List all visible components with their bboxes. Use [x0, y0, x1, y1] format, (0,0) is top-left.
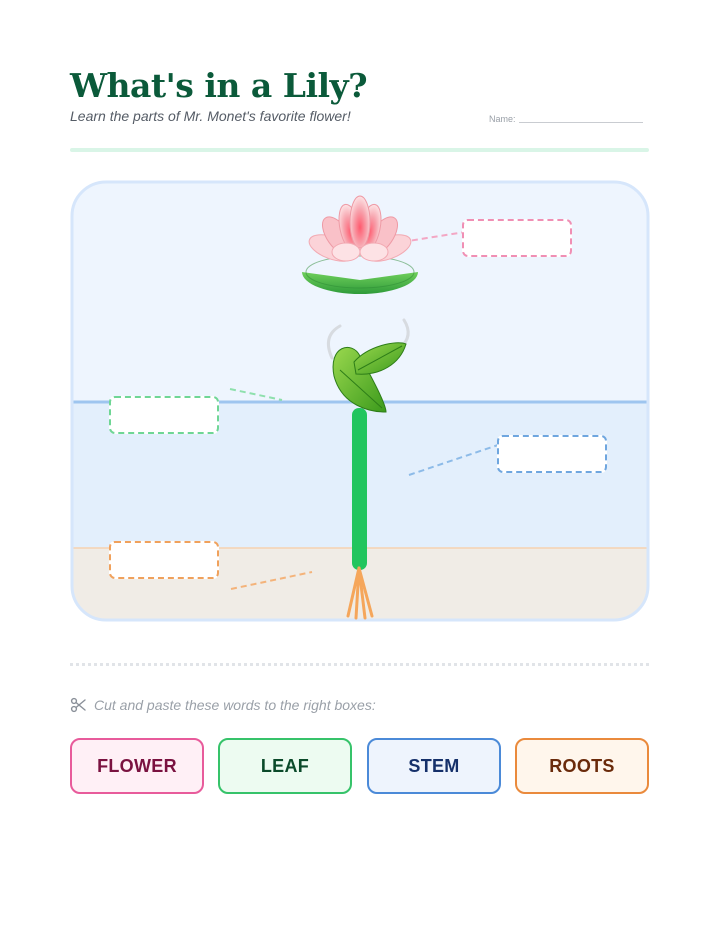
name-field[interactable]: Name: [489, 114, 643, 124]
roots-leader-line [230, 571, 313, 590]
lily-flower [302, 195, 418, 294]
diagram-frame [70, 180, 650, 622]
page-title: What's in a Lily? [70, 66, 368, 105]
lily-stem [352, 408, 367, 570]
name-label: Name: [489, 114, 516, 124]
page-subtitle: Learn the parts of Mr. Monet's favorite … [70, 108, 351, 124]
name-blank-line [518, 122, 643, 123]
lily-roots [346, 566, 374, 620]
scissors-icon [70, 697, 86, 713]
lily-leaves [326, 318, 410, 413]
leaf-label-box[interactable] [109, 396, 219, 434]
roots-label-box[interactable] [109, 541, 219, 579]
word-card-roots[interactable]: ROOTS [515, 738, 649, 794]
lily-diagram [70, 180, 650, 622]
stem-leader-line [408, 444, 499, 476]
instructions: Cut and paste these words to the right b… [70, 697, 376, 713]
word-card-stem[interactable]: STEM [367, 738, 501, 794]
flower-leader-line [401, 231, 466, 243]
word-card-flower[interactable]: FLOWER [70, 738, 204, 794]
instructions-text: Cut and paste these words to the right b… [94, 697, 376, 713]
flower-label-box[interactable] [462, 219, 572, 257]
header-divider [70, 148, 649, 152]
word-card-leaf[interactable]: LEAF [218, 738, 352, 794]
section-divider [70, 663, 649, 666]
leaf-leader-line [229, 388, 283, 401]
stem-label-box[interactable] [497, 435, 607, 473]
